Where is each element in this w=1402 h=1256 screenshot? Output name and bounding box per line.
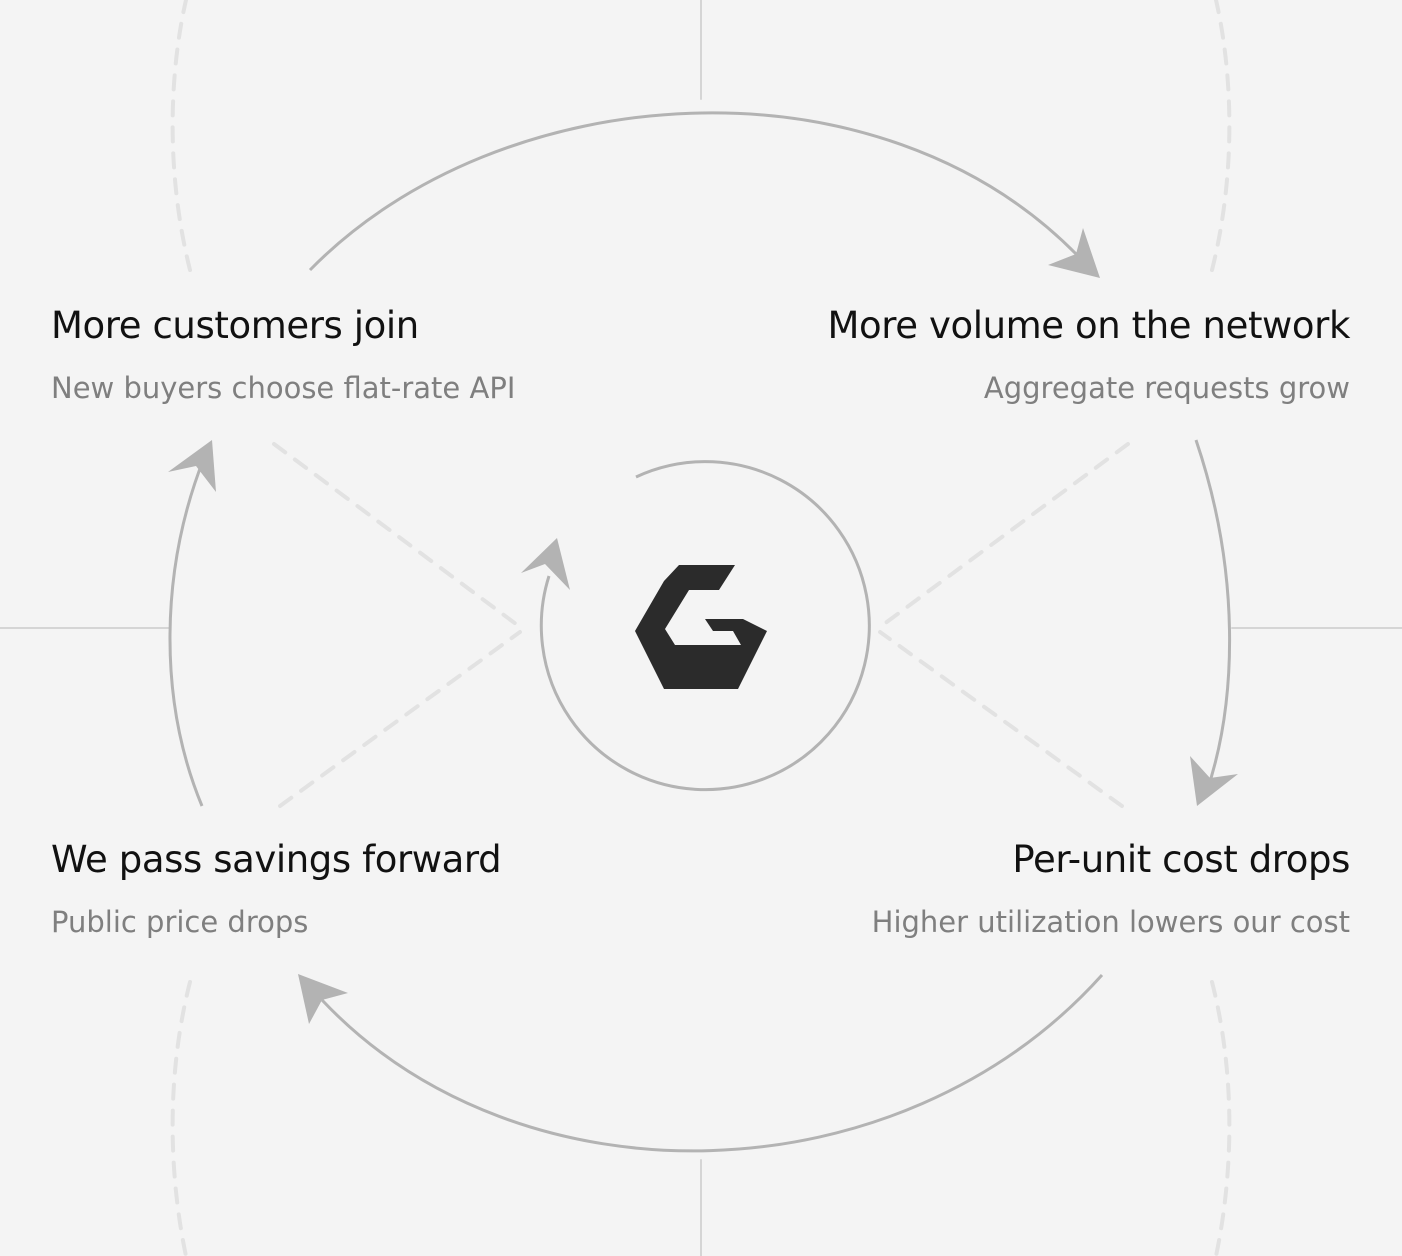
step-subtitle: Higher utilization lowers our cost <box>871 905 1350 939</box>
step-subtitle: Public price drops <box>51 905 309 939</box>
hexagon-g-logo-icon <box>635 565 767 689</box>
arc-left <box>168 457 206 807</box>
arc-top <box>308 111 1082 272</box>
dashed-guide-bottom-right <box>1210 980 1232 1256</box>
arc-bottom <box>320 973 1104 1153</box>
dashed-guide-bottom-left <box>170 980 192 1256</box>
arrowheads <box>168 228 1238 1024</box>
dashed-guide-top-left <box>170 0 192 272</box>
arc-right <box>1194 439 1232 795</box>
step-pass-savings: We pass savings forward Public price dro… <box>51 838 671 940</box>
arrowhead-top-right-icon <box>1048 228 1100 278</box>
step-subtitle: Aggregate requests grow <box>983 371 1350 405</box>
step-more-customers: More customers join New buyers choose fl… <box>51 304 671 406</box>
dashed-ray-top-right <box>878 442 1130 629</box>
cycle-arrows <box>168 111 1232 1153</box>
step-more-volume: More volume on the network Aggregate req… <box>730 304 1350 406</box>
step-subtitle: New buyers choose flat-rate API <box>51 371 516 405</box>
step-title: More volume on the network <box>827 304 1350 347</box>
logo-hexagon-body <box>635 565 767 689</box>
step-cost-drops: Per-unit cost drops Higher utilization l… <box>730 838 1351 940</box>
arrowhead-center-icon <box>521 538 570 590</box>
dashed-ray-bottom-right <box>878 630 1124 808</box>
step-title: Per-unit cost drops <box>1012 838 1350 881</box>
arrowhead-left-top-icon <box>168 440 216 492</box>
step-title: We pass savings forward <box>51 838 502 881</box>
dashed-ray-top-left <box>272 442 522 629</box>
step-title: More customers join <box>51 304 419 347</box>
arrowhead-right-bottom-icon <box>1190 756 1238 806</box>
arc-center <box>539 460 871 792</box>
arrowhead-bottom-left-icon <box>298 974 348 1024</box>
dashed-ray-bottom-left <box>278 630 522 808</box>
dashed-guide-top-right <box>1210 0 1232 272</box>
